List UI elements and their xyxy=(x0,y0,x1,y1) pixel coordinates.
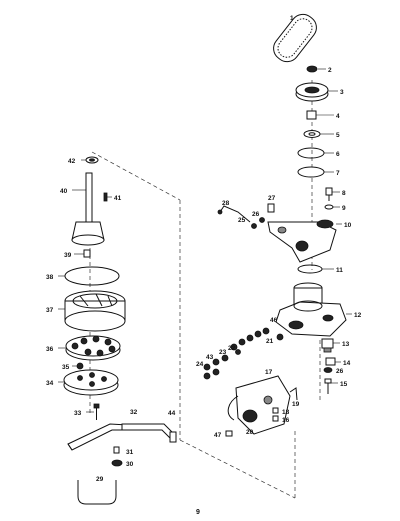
label-40: 40 xyxy=(60,188,68,195)
wire-19 xyxy=(289,387,298,401)
screw-47 xyxy=(225,430,233,437)
label-5: 5 xyxy=(336,132,340,139)
label-11: 11 xyxy=(336,267,343,274)
screw xyxy=(325,187,333,201)
washer-small xyxy=(324,204,334,210)
plate-34 xyxy=(63,369,119,396)
label-25: 25 xyxy=(238,217,246,224)
nut-30 xyxy=(111,459,123,467)
seal xyxy=(297,166,325,178)
label-41: 41 xyxy=(114,195,122,202)
belt xyxy=(273,13,317,63)
label-6: 6 xyxy=(336,151,340,158)
nut-42 xyxy=(85,156,99,164)
label-39: 39 xyxy=(64,252,72,259)
label-14: 14 xyxy=(343,360,351,367)
label-28: 28 xyxy=(222,200,230,207)
fastener-column xyxy=(203,327,284,380)
label-26b: 26 xyxy=(336,368,344,375)
lever-44 xyxy=(121,423,177,443)
part-39 xyxy=(83,249,91,258)
label-32: 32 xyxy=(130,409,138,416)
ring xyxy=(64,266,120,286)
screw-small xyxy=(272,415,279,422)
housing xyxy=(275,282,347,337)
label-10: 10 xyxy=(344,222,352,229)
label-46: 46 xyxy=(270,317,278,324)
label-22: 22 xyxy=(228,345,236,352)
label-20: 20 xyxy=(246,429,254,436)
label-3: 3 xyxy=(340,89,344,96)
bracket xyxy=(267,219,337,263)
part-31 xyxy=(113,446,120,454)
shaft xyxy=(71,172,105,246)
label-29: 29 xyxy=(96,476,104,483)
label-21: 21 xyxy=(266,338,274,345)
part-27 xyxy=(267,203,275,213)
label-43: 43 xyxy=(206,354,214,361)
label-30: 30 xyxy=(126,461,134,468)
label-35: 35 xyxy=(62,364,70,371)
label-44: 44 xyxy=(168,410,176,417)
nut xyxy=(306,65,318,73)
label-24: 24 xyxy=(196,361,204,368)
label-23: 23 xyxy=(219,349,227,356)
link xyxy=(217,205,251,223)
page-number: 9 xyxy=(196,509,200,516)
label-18: 18 xyxy=(282,409,290,416)
label-26: 26 xyxy=(252,211,260,218)
coil xyxy=(242,409,258,423)
label-16: 16 xyxy=(282,417,290,424)
label-8: 8 xyxy=(342,190,346,197)
flywheel xyxy=(64,290,126,332)
u-bolt xyxy=(77,480,117,505)
label-47: 47 xyxy=(214,432,222,439)
bolt xyxy=(324,378,332,394)
bolt-33 xyxy=(93,403,100,420)
label-2: 2 xyxy=(328,67,332,74)
part-35 xyxy=(76,362,84,370)
stator xyxy=(65,335,121,361)
clip xyxy=(325,357,336,366)
label-33: 33 xyxy=(74,410,82,417)
label-31: 31 xyxy=(126,449,134,456)
label-13: 13 xyxy=(342,341,350,348)
key-41 xyxy=(103,192,108,202)
part-26-upper xyxy=(259,217,265,223)
part-25 xyxy=(251,223,257,229)
pulley xyxy=(295,82,329,102)
plate xyxy=(227,375,291,435)
label-12: 12 xyxy=(354,312,362,319)
leader-lines xyxy=(58,68,352,413)
label-9: 9 xyxy=(342,205,346,212)
label-7: 7 xyxy=(336,170,340,177)
label-1: 1 xyxy=(290,15,294,22)
part-26 xyxy=(323,367,333,373)
guide-lines xyxy=(89,80,321,499)
screw-18 xyxy=(272,407,279,414)
label-34: 34 xyxy=(46,380,54,387)
block xyxy=(321,338,334,353)
label-19: 19 xyxy=(292,401,300,408)
retaining-ring xyxy=(297,147,325,159)
washer xyxy=(303,130,321,138)
label-36: 36 xyxy=(46,346,54,353)
label-15: 15 xyxy=(340,381,348,388)
label-4: 4 xyxy=(336,113,340,120)
label-38: 38 xyxy=(46,274,54,281)
key xyxy=(306,110,317,120)
label-37: 37 xyxy=(46,307,54,314)
label-17: 17 xyxy=(265,369,273,376)
label-42: 42 xyxy=(68,158,76,165)
part-labels: 1 2 3 4 5 6 7 8 9 10 11 12 13 14 26 15 1… xyxy=(46,15,362,483)
label-27: 27 xyxy=(268,195,276,202)
o-ring xyxy=(297,264,323,274)
